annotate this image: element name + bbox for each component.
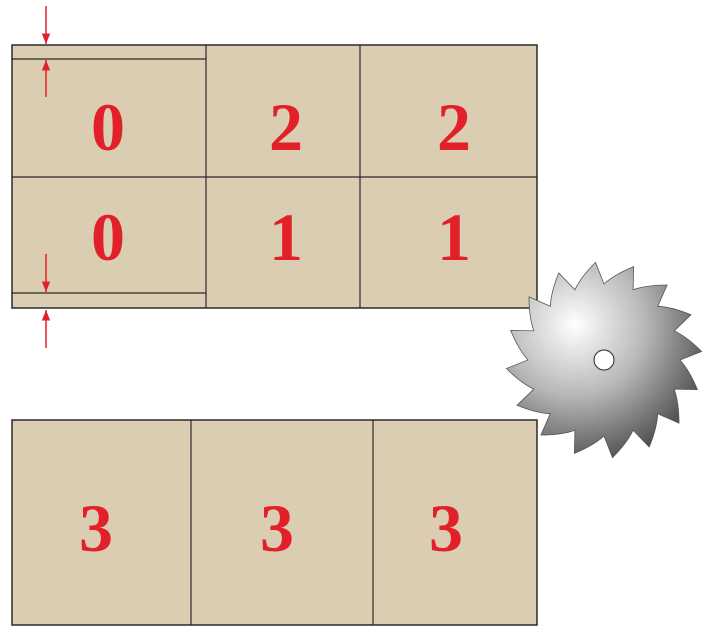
bottom-board-outline — [11, 419, 538, 626]
bottom-board: 3 3 3 — [11, 419, 538, 626]
cell-r2-c2: 1 — [269, 199, 303, 275]
cell-r2-c1: 0 — [91, 199, 125, 275]
circular-saw-blade-icon — [505, 261, 703, 459]
bottom-cell-c1: 3 — [79, 490, 113, 566]
bottom-cell-c3: 3 — [429, 490, 463, 566]
cell-r1-c2: 2 — [269, 89, 303, 165]
bottom-cell-c2: 3 — [260, 490, 294, 566]
cell-r1-c3: 2 — [437, 89, 471, 165]
cell-r2-c3: 1 — [437, 199, 471, 275]
cell-r1-c1: 0 — [91, 89, 125, 165]
top-board: 0 2 2 0 1 1 — [11, 44, 538, 309]
blade-arbor-hole — [593, 349, 615, 371]
